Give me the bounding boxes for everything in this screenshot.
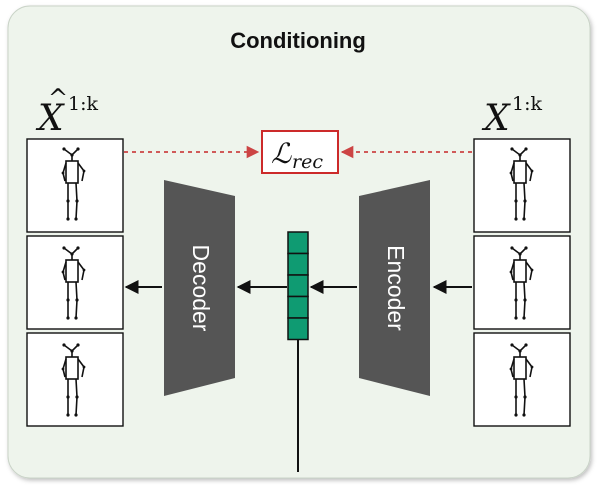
latent-cell [287, 252, 309, 276]
reconstructed-frame-1 [26, 138, 124, 233]
loss-subscript: rec [292, 151, 323, 173]
encoder-shape [359, 180, 430, 396]
loss-symbol: ℒ [271, 137, 292, 170]
input-frame-3 [473, 332, 571, 427]
reconstructed-frame-3 [26, 332, 124, 427]
latent-cell [287, 231, 309, 255]
encoder-label: Encoder [383, 245, 409, 331]
right-label-superscript: 1:k [512, 93, 542, 115]
title: Conditioning [230, 28, 366, 53]
latent-cell [287, 317, 309, 341]
reconstructed-sequence-label: X ^ 1:k [35, 84, 98, 139]
decoder-label: Decoder [188, 245, 214, 332]
input-sequence-label: X 1:k [481, 93, 542, 139]
input-frame-2 [473, 235, 571, 330]
right-label-base: X [481, 98, 511, 139]
left-label-base: X [35, 98, 65, 139]
input-frame-1 [473, 138, 571, 233]
latent-cell [287, 295, 309, 319]
left-label-superscript: 1:k [68, 93, 98, 115]
encoder-block: Encoder [359, 180, 430, 396]
latent-vector [287, 231, 309, 341]
reconstructed-frames [26, 138, 124, 427]
latent-cell [287, 274, 309, 298]
left-label-hat: ^ [48, 84, 68, 112]
reconstruction-loss: ℒ rec [261, 130, 339, 174]
input-frames [473, 138, 571, 427]
reconstructed-frame-2 [26, 235, 124, 330]
decoder-block: Decoder [164, 180, 235, 396]
loss-box [261, 130, 339, 174]
decoder-shape [164, 180, 235, 396]
